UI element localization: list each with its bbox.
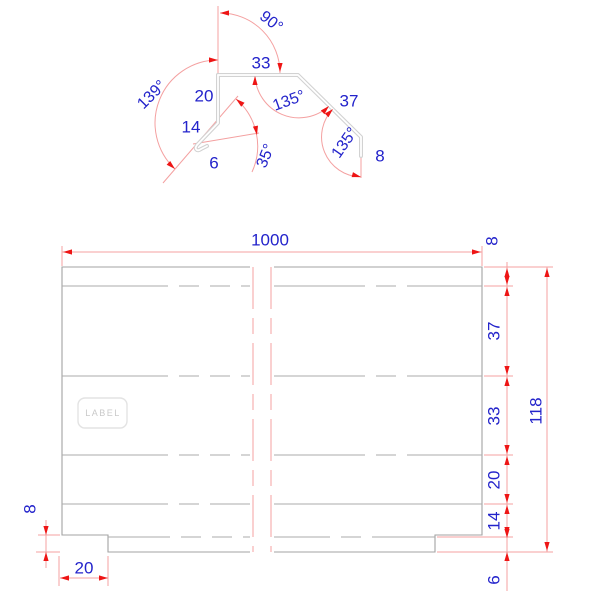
arc-90deg bbox=[219, 12, 281, 74]
flat-pattern-drawing: LABEL 1000 118 8 37 33 20 14 6 8 20 bbox=[21, 231, 553, 591]
segment-6-label: 6 bbox=[209, 154, 218, 173]
profile-dimension-labels: 90° 139° 135° 135° 35° 33 20 14 6 37 8 bbox=[134, 8, 384, 173]
overall-width-label: 1000 bbox=[251, 231, 289, 250]
arc-139deg bbox=[154, 59, 219, 170]
label-box: LABEL bbox=[77, 397, 128, 429]
profile-outline bbox=[193, 73, 363, 158]
right-dim-8-label: 8 bbox=[483, 236, 502, 245]
segment-8-label: 8 bbox=[375, 147, 384, 166]
seam-lines bbox=[252, 267, 272, 552]
profile-arrowheads bbox=[166, 10, 361, 178]
hem-extension-line-2 bbox=[192, 132, 260, 145]
segment-20-label: 20 bbox=[195, 87, 214, 106]
right-dim-33-label: 33 bbox=[485, 407, 504, 426]
profile-drawing: 90° 139° 135° 135° 35° 33 20 14 6 37 8 bbox=[134, 6, 385, 184]
segment-14-label: 14 bbox=[182, 118, 201, 137]
notch-width-label: 20 bbox=[75, 559, 94, 578]
notch-height-label: 8 bbox=[21, 504, 40, 513]
flat-dimension-labels: 1000 118 8 37 33 20 14 6 8 20 bbox=[21, 231, 546, 585]
angle-90-label: 90° bbox=[256, 8, 286, 36]
overall-height-label: 118 bbox=[527, 397, 546, 424]
label-box-text: LABEL bbox=[85, 408, 121, 418]
right-dim-14-label: 14 bbox=[485, 512, 504, 531]
right-dim-37-label: 37 bbox=[485, 322, 504, 341]
segment-37-label: 37 bbox=[340, 92, 359, 111]
right-dim-20-label: 20 bbox=[485, 471, 504, 490]
fold-lines bbox=[62, 285, 482, 538]
flat-dimension-lines bbox=[36, 246, 553, 591]
angle-139-label: 139° bbox=[134, 77, 169, 112]
right-dim-6-label: 6 bbox=[485, 575, 504, 584]
segment-33-label: 33 bbox=[252, 54, 271, 73]
arc-135deg-top bbox=[254, 74, 330, 119]
sheet-outline bbox=[61, 266, 483, 553]
angle-135-top-label: 135° bbox=[271, 87, 308, 114]
flat-arrowheads bbox=[43, 249, 550, 581]
arc-135deg-right bbox=[321, 108, 362, 178]
